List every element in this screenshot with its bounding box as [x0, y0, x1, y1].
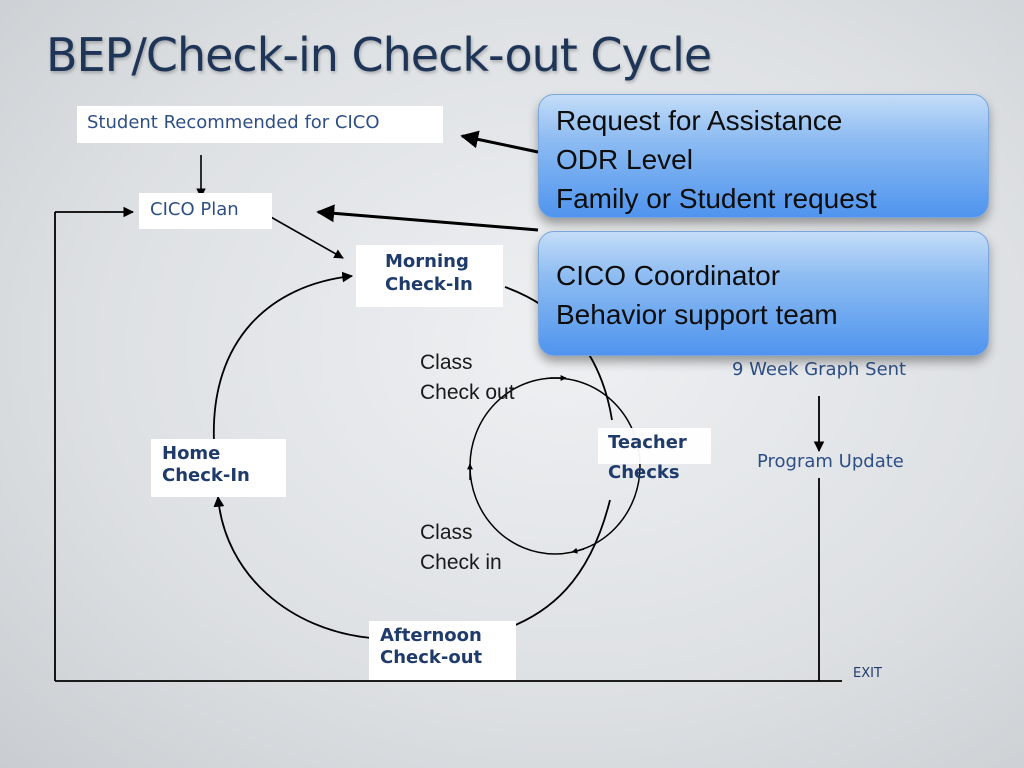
arrow-coordinator-to-plan: [316, 204, 539, 232]
teacher-line-1: Teacher: [608, 432, 687, 453]
coordinator-line-2: Behavior support team: [556, 299, 838, 330]
class-check-in-line-2: Check in: [420, 551, 502, 574]
afternoon-check-out-box: Afternoon Check-out: [369, 621, 516, 680]
morning-line-2: Check-In: [385, 274, 473, 295]
cico-plan-label: CICO Plan: [150, 199, 239, 220]
home-line-1: Home: [162, 443, 221, 464]
student-recommended-label: Student Recommended for CICO: [87, 112, 380, 133]
class-check-out-line-1: Class: [420, 351, 473, 374]
nine-week-graph-label: 9 Week Graph Sent: [732, 359, 907, 380]
morning-check-in-box: Morning Check-In: [356, 245, 503, 307]
arc-home-to-morning: [213, 271, 354, 443]
arc-teacher-to-afternoon: [495, 499, 611, 635]
request-line-2: ODR Level: [556, 144, 693, 175]
home-line-2: Check-In: [162, 465, 250, 486]
request-line-3: Family or Student request: [556, 183, 877, 214]
afternoon-line-1: Afternoon: [380, 625, 482, 646]
class-check-in-line-1: Class: [420, 521, 473, 544]
cico-plan-box: CICO Plan: [139, 193, 272, 229]
class-cycle-arrow-bottom: [571, 547, 585, 554]
slide-title: BEP/Check-in Check-out Cycle: [46, 28, 712, 82]
program-update-label: Program Update: [757, 451, 904, 472]
request-callout: Request for Assistance ODR Level Family …: [538, 94, 989, 218]
home-check-in-box: Home Check-In: [151, 439, 286, 497]
arrow-request-to-recommended: [460, 130, 539, 154]
teacher-checks-box: Teacher Checks: [598, 428, 711, 483]
afternoon-line-2: Check-out: [380, 647, 483, 668]
arc-afternoon-to-home: [213, 495, 372, 639]
arrow-plan-to-morning: [261, 211, 344, 259]
class-check-out-line-2: Check out: [420, 381, 515, 404]
class-check-in-label: Class Check in: [420, 518, 502, 578]
student-recommended-box: Student Recommended for CICO: [77, 106, 443, 143]
exit-label: EXIT: [853, 666, 882, 681]
coordinator-callout: CICO Coordinator Behavior support team: [538, 231, 989, 356]
teacher-line-2: Checks: [608, 462, 680, 483]
morning-line-1: Morning: [385, 251, 469, 272]
class-check-out-label: Class Check out: [420, 348, 515, 408]
coordinator-line-1: CICO Coordinator: [556, 260, 781, 291]
request-line-1: Request for Assistance: [556, 105, 843, 136]
